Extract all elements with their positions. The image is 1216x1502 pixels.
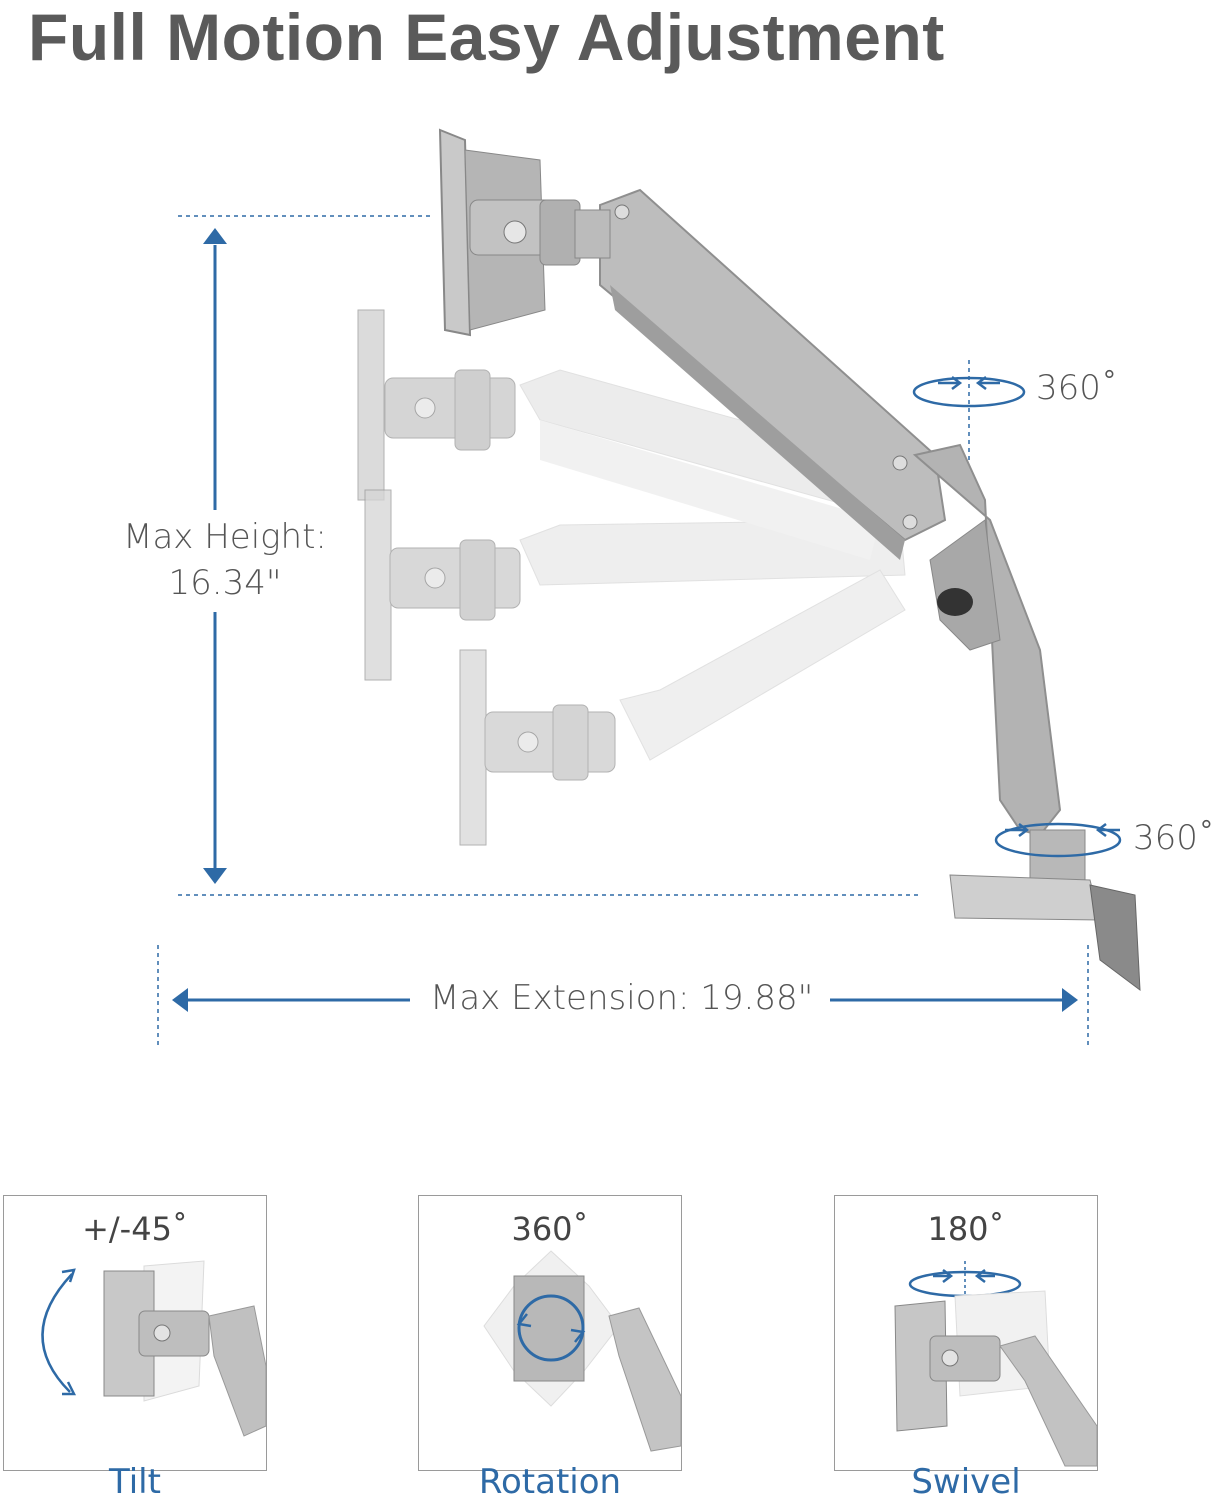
tilt-panel: +/-45˚ [3, 1195, 267, 1471]
top-rotation-indicator [912, 376, 1026, 408]
max-height-title: Max Height: [123, 517, 327, 557]
base-rotation-label: 360˚ [1133, 818, 1215, 858]
swivel-diagram [894, 1261, 1098, 1467]
rotation-panel: 360˚ [418, 1195, 682, 1471]
ghost-mount-2 [357, 309, 516, 501]
swivel-panel: 180˚ [834, 1195, 1098, 1471]
tilt-diagram [41, 1260, 267, 1437]
rotation-diagram [483, 1250, 682, 1452]
page-title: Full Motion Easy Adjustment [28, 0, 945, 74]
ghost-mount-4 [459, 649, 616, 846]
tilt-caption: Tilt [109, 1462, 161, 1502]
rotation-value: 360˚ [511, 1210, 589, 1248]
extension-arrow [172, 988, 1078, 1012]
max-extension-label: Max Extension: 19.88" [420, 978, 824, 1018]
height-arrow [203, 228, 227, 884]
max-height-label: Max Height: 16.34" [110, 514, 340, 606]
rotation-caption: Rotation [478, 1462, 622, 1502]
main-arm [599, 188, 1062, 837]
monitor-arm-illustration [157, 128, 1141, 1045]
swivel-value: 180˚ [927, 1210, 1005, 1248]
base-rotation-indicator [994, 822, 1122, 858]
tilt-value: +/-45˚ [82, 1210, 188, 1248]
swivel-caption: Swivel [911, 1462, 1021, 1502]
max-height-value: 16.34" [168, 563, 282, 603]
base-clamp [949, 829, 1141, 992]
top-rotation-label: 360˚ [1036, 368, 1118, 408]
top-mount [438, 128, 611, 337]
ghost-mount-3 [364, 489, 521, 681]
